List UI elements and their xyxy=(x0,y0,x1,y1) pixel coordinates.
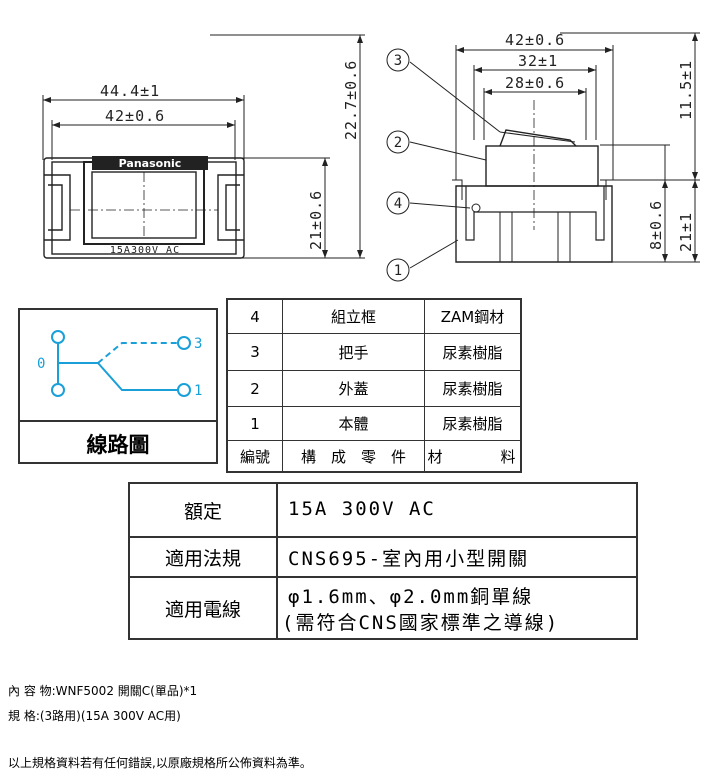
side-dim-inner: 28±0.6 xyxy=(505,74,565,92)
part-row-2-no: 2 xyxy=(250,379,260,398)
side-dim-width: 42±0.6 xyxy=(505,31,565,49)
parts-header-material-2: 料 xyxy=(500,447,516,466)
part-row-3-material: 尿素樹脂 xyxy=(442,343,503,362)
part-row-2-material: 尿素樹脂 xyxy=(442,380,503,398)
callout-4: 4 xyxy=(394,196,402,212)
spec-table: 額定 15A 300V AC 適用法規 CNS695-室內用小型開關 適用電線 … xyxy=(128,482,638,640)
side-dim-small-height: 8±0.6 xyxy=(647,200,665,250)
callout-2: 2 xyxy=(394,135,402,151)
note-spec: 規 格:(3路用)(15A 300V AC用) xyxy=(8,709,181,723)
brand-logo: Panasonic xyxy=(119,157,182,170)
terminal-1-label: 1 xyxy=(194,383,202,399)
dim-inner-height: 21±0.6 xyxy=(307,190,325,250)
terminal-3-label: 3 xyxy=(194,336,202,352)
side-dim-top-height: 11.5±1 xyxy=(677,60,695,120)
dim-outer-width: 44.4±1 xyxy=(100,82,160,100)
spec-value-rating: 15A 300V AC xyxy=(288,498,436,520)
spec-value-wire-note: (需符合CNS國家標準之導線) xyxy=(282,612,560,634)
part-row-1-material: 尿素樹脂 xyxy=(442,415,503,433)
front-view-drawing: 44.4±1 42±0.6 21±0.6 22.7±0.6 Panasonic … xyxy=(42,34,365,259)
part-row-4-no: 4 xyxy=(250,307,260,326)
dim-inner-width: 42±0.6 xyxy=(105,107,165,125)
callout-1: 1 xyxy=(394,263,402,279)
part-row-2-name: 外蓋 xyxy=(338,380,369,398)
side-dim-right-height: 21±1 xyxy=(677,212,695,252)
spec-value-standard: CNS695-室內用小型開關 xyxy=(288,548,530,570)
part-row-3-name: 把手 xyxy=(338,343,369,362)
parts-header-no: 編號 xyxy=(239,447,270,466)
parts-table: 4 組立框 ZAM鋼材 3 把手 尿素樹脂 2 外蓋 尿素樹脂 1 本體 尿素樹… xyxy=(226,298,522,473)
circuit-wiring: 0 3 1 xyxy=(37,330,202,399)
circuit-diagram: 0 3 1 線路圖 xyxy=(18,308,218,464)
brand-bar xyxy=(92,156,208,170)
rating-label: 15A300V AC xyxy=(110,245,180,256)
spec-label-wire: 適用電線 xyxy=(164,598,241,621)
spec-label-standard: 適用法規 xyxy=(164,547,241,570)
parts-header-material-1: 材 xyxy=(427,447,443,466)
note-content: 內 容 物:WNF5002 開關C(單品)*1 xyxy=(8,684,198,698)
callout-3: 3 xyxy=(394,53,402,69)
terminal-0-label: 0 xyxy=(37,356,45,372)
part-row-4-name: 組立框 xyxy=(330,308,376,326)
spec-value-wire: φ1.6mm、φ2.0mm銅單線 xyxy=(288,586,534,608)
dim-total-height: 22.7±0.6 xyxy=(342,60,360,140)
part-row-1-name: 本體 xyxy=(338,415,369,433)
part-row-1-no: 1 xyxy=(250,414,260,433)
parts-header-part: 構 成 零 件 xyxy=(300,447,406,466)
part-row-3-no: 3 xyxy=(250,343,260,361)
side-dim-mid: 32±1 xyxy=(518,52,558,70)
part-row-4-material: ZAM鋼材 xyxy=(440,308,505,326)
note-disclaimer: 以上規格資料若有任何錯誤,以原廠規格所公佈資料為準。 xyxy=(8,756,312,770)
side-view-drawing: 42±0.6 32±1 28±0.6 11.5±1 21±1 8±0.6 3 2… xyxy=(386,31,700,282)
circuit-title: 線路圖 xyxy=(20,420,216,466)
spec-label-rating: 額定 xyxy=(183,500,222,523)
